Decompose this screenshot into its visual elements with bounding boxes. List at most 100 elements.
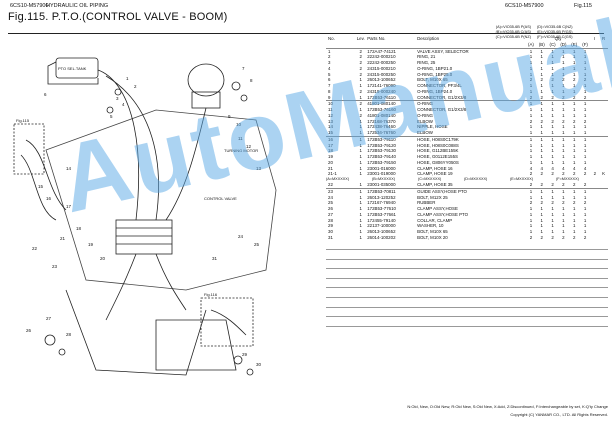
part-description: ELBOW [417,130,526,137]
part-level: 1 [359,234,362,240]
part-qty: 1 [551,124,554,130]
parts-list: No. Lev. Parts No. Description Qty I R (… [326,36,608,327]
part-number-index: 2 [328,54,331,60]
part-qty: 1 [573,48,576,54]
part-qty: 1 [540,136,543,142]
part-number-index: 8 [328,88,331,94]
swing-frame [65,289,207,376]
part-qty: 2 [529,77,533,83]
pto-sel-tank-shape [55,57,99,79]
part-qty: 2 [525,94,537,102]
callout-number: 19 [88,242,94,247]
part-qty: 2 [547,182,558,189]
part-qty: 1 [573,88,576,94]
part-description: GUIDE ASSY,HOSE PTO [417,188,467,194]
callout-number: 10 [236,122,242,127]
part-qty: 2 [568,182,580,189]
part-level: 2 [359,101,362,107]
col-parts-no: Parts No. [367,36,386,41]
part-code: 23001-016000 [367,165,396,171]
part-qty: 1 [562,124,565,130]
part-description: RING, 21 [417,54,436,60]
label-turning-motor: TURNING MOTOR [224,148,258,153]
part-code: 22242-000250 [367,60,396,65]
legend-line: (C)=VIO35-6B P(NZ) [495,35,531,39]
part-qty: 1 [529,83,533,88]
part-qty: 1 [551,206,554,211]
part-qty: 1 [573,71,576,77]
callout-number: 22 [32,246,38,251]
part-description: HOSE, G0112E155S [417,154,458,159]
part-qty: 1 [573,211,576,217]
part-qty: 2 [557,94,569,102]
part-qty: 2 [579,182,591,189]
serial-range-row: (A=MXXXXX)(B=MXXXXX)(C=MXXXXX)(D=MXXXXX)… [326,177,608,182]
callout-number: 20 [100,256,106,261]
part-code: 24315-000250 [367,71,396,77]
part-qty: 1 [573,60,576,65]
part-level: 1 [359,211,362,217]
part-level: 1 [359,188,362,194]
part-number-index: 19 [328,154,333,159]
part-qty: 1 [573,107,576,112]
part-code: 172B53-79130 [367,148,396,154]
header-code-right: 6CS10-M57900 [505,3,544,9]
part-qty: 1 [573,124,576,130]
callout-number: 24 [238,234,244,239]
part-qty: 2 [562,118,565,124]
part-qty: 1 [579,130,591,137]
part-qty: 1 [529,88,533,94]
part-qty: 1 [551,48,554,54]
hose-line [20,154,57,221]
part-description: ELBOW [417,118,433,124]
part-qty: 1 [562,206,565,211]
part-qty: 1 [540,154,543,159]
callout-number: 25 [254,242,260,247]
part-level: 1 [359,77,362,83]
figure-title: Fig.115. P.T.O.(CONTROL VALVE - BOOM) [8,11,228,23]
part-level: 2 [359,112,362,118]
part-description: RUBBER [417,200,436,206]
part-level: 1 [359,83,362,88]
callout-number: 28 [66,332,72,337]
part-qty: 1 [540,206,543,211]
part-qty: 1 [562,136,565,142]
part-qty: 1 [529,60,533,65]
qty-col-f: (F) [579,41,591,49]
col-r: R [601,36,606,41]
part-number-index: 21 [328,165,333,171]
part-qty: 2 [540,77,543,83]
part-qty: 1 [529,136,533,142]
part-level: 2 [359,65,362,71]
part-number-index: 3 [328,60,331,65]
part-qty: 1 [529,206,533,211]
col-lev: Lev. [356,36,365,41]
part-code: 172455-79140 [367,217,396,223]
part-qty: 1 [529,54,533,60]
part-qty: 1 [540,48,543,54]
part-qty: 1 [573,148,576,154]
part-number-index: 5 [328,71,331,77]
part-qty: 1 [573,154,576,159]
part-qty: 1 [540,124,543,130]
part-qty: 1 [583,71,587,77]
part-number-index: 22 [326,182,355,189]
part-qty: 1 [540,83,543,88]
part-qty: 1 [573,223,576,229]
part-level: 1 [359,217,362,223]
part-qty: 1 [573,159,576,165]
part-code: 26014-100202 [367,234,396,240]
part-qty: 2 [573,77,576,83]
part-qty: 1 [540,54,543,60]
part-number-index: 25 [328,200,333,206]
part-qty: 2 [551,77,554,83]
hose-line [25,139,67,211]
serial-range: (F=MXXXXX) [556,177,579,181]
model-legend-right: (D)=VIO35-6B C(NZ) (E)=VIO35-6B P(GS) (F… [537,25,607,40]
part-qty: 1 [568,130,580,137]
